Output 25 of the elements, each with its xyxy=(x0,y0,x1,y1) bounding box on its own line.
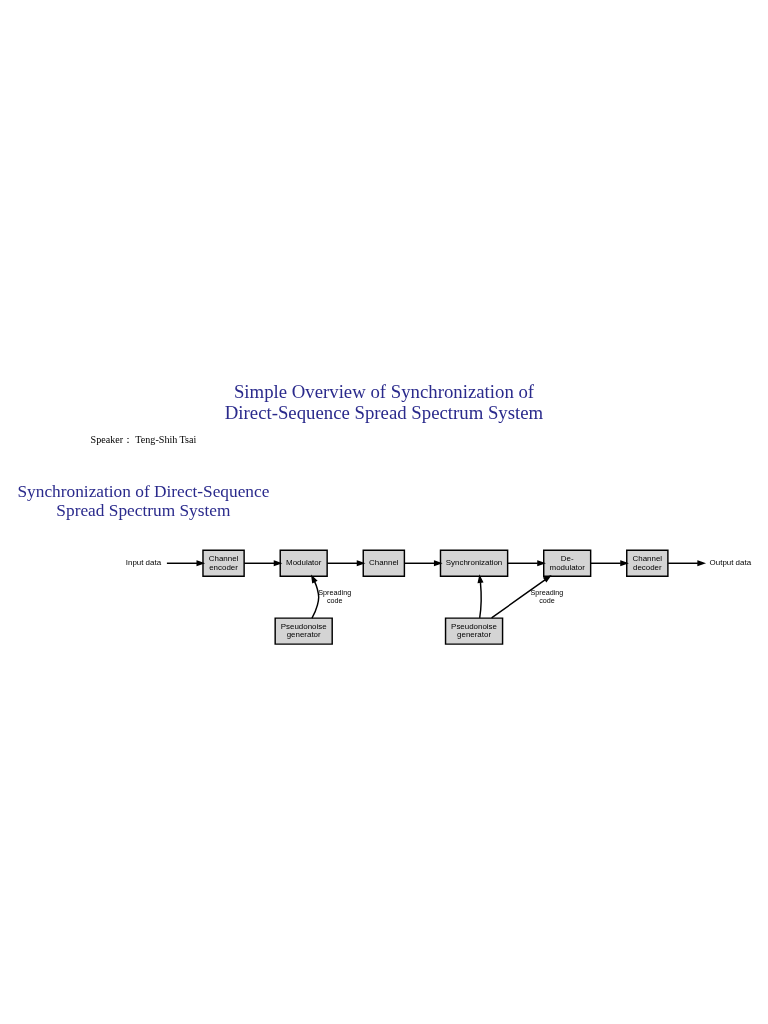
node-box: Pseudonoise generator xyxy=(444,617,504,645)
node-box: Channel xyxy=(362,549,406,577)
node-box: Synchronization xyxy=(439,549,509,577)
node-box: Modulator xyxy=(279,549,328,577)
arrow xyxy=(166,560,206,567)
arrow xyxy=(477,574,484,619)
arrow xyxy=(326,560,366,567)
arrow xyxy=(243,560,283,567)
edge-label: Spreading code xyxy=(530,588,564,605)
arrow xyxy=(403,560,443,567)
node-box: Pseudonoise generator xyxy=(274,617,333,645)
arrow xyxy=(490,575,552,619)
node-text: Output data xyxy=(709,558,752,568)
node-text: Input data xyxy=(125,558,162,568)
label: Speaker： Teng-Shih Tsai xyxy=(90,434,197,446)
arrow xyxy=(589,560,629,567)
arrow xyxy=(311,574,320,619)
edge-label: Spreading code xyxy=(318,588,352,605)
node-box: De- modulator xyxy=(543,549,592,577)
arrow xyxy=(667,560,706,567)
arrow xyxy=(507,560,546,567)
diagram-title: Simple Overview of Synchronization of Direct-Sequence Spread Spectrum System xyxy=(224,380,544,423)
label: Synchronization of Direct-Sequence Spread Spectrum System xyxy=(17,481,270,520)
node-box: Channel encoder xyxy=(202,549,245,577)
node-box: Channel decoder xyxy=(626,549,669,577)
